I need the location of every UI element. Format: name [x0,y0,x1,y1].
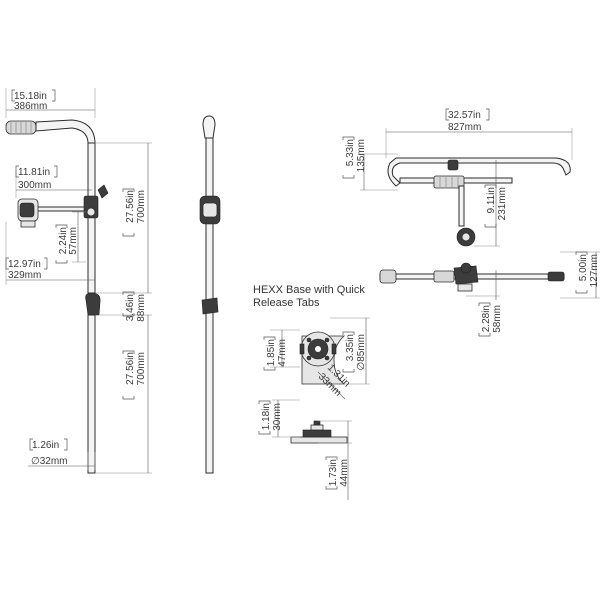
caption-line-1: HEXX Base with Quick [253,284,365,296]
dim-arm-mid-in: 11.81in [18,167,50,178]
dim-base-r-in: 1.85in [266,339,277,366]
dim-lower-len-in: 27.56in [125,352,136,385]
dim-clamp-off-in: 2.24in [58,227,69,254]
dim-base-dia-in: 3.35in [345,334,356,361]
dim-base-h-mm: 44mm [339,459,350,487]
pole-joint [85,292,101,316]
side-arm [33,206,89,212]
plan-clamp [447,159,459,171]
side-handle [202,115,216,139]
dim-side-drop-in: 2.28in [481,305,492,332]
dim-arm-low-mm: 329mm [8,270,41,281]
dim-joint-in: 3.46in [125,294,136,321]
dim-upper-len-mm: 700mm [136,190,147,223]
release-tab-left [299,343,305,355]
plan-stem [458,185,465,227]
top-view: 32.57in 827mm 5.33in 135mm 9.11in 231mm [342,108,573,247]
hexx-base-top-view: HEXX Base with Quick Release Tabs 1.85in… [253,284,370,400]
dim-top-drop-in: 9.11in [486,187,497,214]
dim-arm-top-mm: 386mm [14,101,47,112]
side-plan-view: 5.00in 127mm 2.28in 58mm [379,251,600,337]
dim-arm-mid-mm: 300mm [18,180,51,191]
dim-side-drop-mm: 58mm [492,305,503,333]
side-view [199,115,221,474]
dim-clamp-off-mm: 57mm [68,227,79,255]
side-plan-grip [379,269,397,284]
caption-line-2: Release Tabs [253,297,320,309]
lower-pole [87,314,96,474]
dim-joint-mm: 88mm [136,294,147,322]
plan-grip [433,175,465,189]
release-tab-right [331,343,337,355]
dim-side-h-in: 5.00in [578,254,589,281]
dim-top-width-in: 32.57in [448,110,481,121]
dim-dia-mm: ∅32mm [31,456,68,467]
plan-handle-rail [387,157,571,187]
dim-base-side-mm: 30mm [272,403,283,431]
side-joint [201,297,219,315]
dim-base-side-in: 1.18in [261,403,272,430]
dim-top-width-mm: 827mm [448,122,481,133]
dim-base-h-in: 1.73in [328,459,339,486]
dim-side-h-mm: 127mm [589,254,600,287]
dim-upper-len-in: 27.56in [125,190,136,223]
dim-arm-top-in: 15.18in [14,91,47,102]
dim-top-depth-in: 5.33in [345,139,356,166]
dim-dia-in: 1.26in [32,440,59,451]
front-view: 15.18in 386mm 11.81in 300mm 12.97in 329m… [5,88,152,474]
dim-base-dia-mm: ∅85mm [356,334,367,371]
dim-lower-len-mm: 700mm [136,352,147,385]
base-side-plate [290,436,348,444]
clamp-knob [97,184,109,199]
dim-top-depth-mm: 135mm [356,139,367,172]
dim-arm-low-in: 12.97in [8,259,41,270]
handle-bend [35,119,96,145]
dim-base-r-mm: 47mm [277,339,288,367]
base-side-hub [302,429,332,438]
hexx-base-side-view: 1.18in 30mm 1.73in 44mm [258,399,352,500]
dim-top-drop-mm: 231mm [497,187,508,220]
